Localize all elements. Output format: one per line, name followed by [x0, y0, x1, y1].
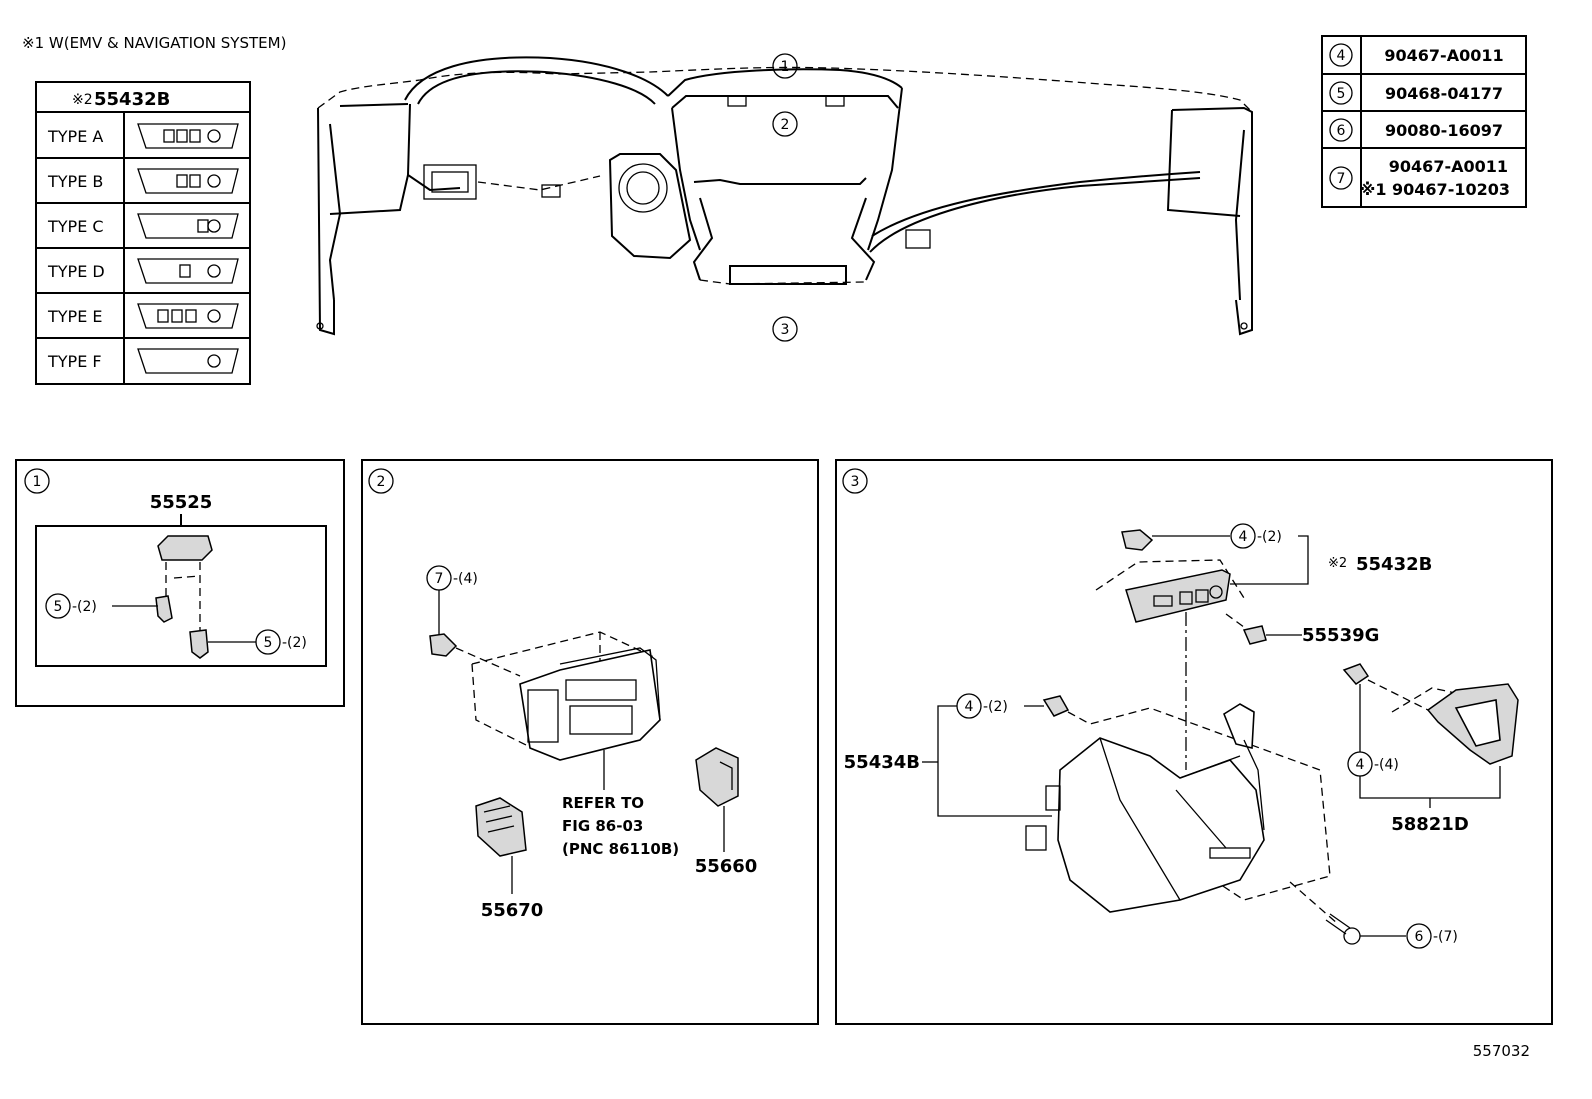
diagram-code: 557032 — [1473, 1042, 1530, 1060]
part-58821D-label: 58821D — [1391, 814, 1469, 835]
fastener-part: 90080-16097 — [1385, 121, 1503, 140]
overview-callout: 1 — [781, 59, 790, 75]
panel-3-callout: 6 — [1415, 929, 1424, 945]
fastener-part: 90467-A0011 — [1384, 46, 1503, 65]
part-55432B-label: 55432B — [1356, 554, 1432, 575]
note-line: ※1 W(EMV & NAVIGATION SYSTEM) — [22, 34, 286, 52]
type-row-label: TYPE C — [47, 217, 104, 236]
panel-1-callout: 5 — [54, 599, 63, 615]
refer-line: FIG 86-03 — [562, 817, 643, 835]
part-55539G-label: 55539G — [1302, 625, 1379, 646]
fastener-part: 90467-A0011 — [1389, 157, 1508, 176]
panel-3-number: 3 — [851, 474, 860, 490]
type-row-label: TYPE B — [47, 172, 103, 191]
fastener-num: 7 — [1337, 171, 1346, 187]
part-55670-label: 55670 — [481, 900, 544, 921]
part-55434B-label: 55434B — [844, 752, 920, 773]
fastener-num: 5 — [1337, 86, 1346, 102]
fastener-part: 90468-04177 — [1385, 84, 1503, 103]
panel-2-callout: 7 — [435, 571, 444, 587]
panel-3-qty: -(2) — [983, 699, 1008, 715]
panel-2: 2 7 -(4) REFER TO FIG 86-03 (PNC 86110B)… — [361, 459, 819, 1025]
panel-1-qty: -(2) — [72, 599, 97, 615]
panel-1-callout: 5 — [264, 635, 273, 651]
part-55660-label: 55660 — [695, 856, 758, 877]
type-table-part: 55432B — [94, 89, 170, 110]
panel-3: 3 4 -(2) ※2 55432B 55539G 4 -(2) 55434B — [835, 459, 1553, 1025]
panel-3-callout: 4 — [965, 699, 974, 715]
type-table-mark: ※2 — [72, 92, 93, 108]
fastener-part: ※1 90467-10203 — [1360, 180, 1510, 199]
fastener-num: 4 — [1337, 48, 1346, 64]
panel-1: 1 55525 5 -(2) 5 -(2) — [15, 459, 345, 707]
type-row-label: TYPE F — [47, 352, 102, 371]
panel-3-qty: -(2) — [1257, 529, 1282, 545]
panel-3-qty: -(4) — [1374, 757, 1399, 773]
panel-3-mark: ※2 — [1328, 556, 1347, 571]
part-55525-label: 55525 — [150, 492, 213, 513]
type-row-label: TYPE E — [47, 307, 103, 326]
overview-callout: 2 — [781, 117, 790, 133]
panel-3-qty: -(7) — [1433, 929, 1458, 945]
panel-3-callout: 4 — [1356, 757, 1365, 773]
panel-2-qty: -(4) — [453, 571, 478, 587]
refer-line: REFER TO — [562, 794, 644, 812]
dashboard-overview: 1 2 3 — [316, 53, 1253, 342]
panel-2-number: 2 — [377, 474, 386, 490]
refer-line: (PNC 86110B) — [562, 840, 679, 858]
fastener-table: 4 90467-A0011 5 90468-04177 6 90080-1609… — [1321, 35, 1527, 208]
switch-panel-thumbnails — [137, 123, 239, 374]
panel-1-number: 1 — [33, 474, 42, 490]
fastener-num: 6 — [1337, 123, 1346, 139]
panel-1-qty: -(2) — [282, 635, 307, 651]
type-table: ※2 55432B TYPE A TYPE B TYPE C TYPE D TY… — [35, 81, 251, 385]
panel-3-callout: 4 — [1239, 529, 1248, 545]
type-row-label: TYPE D — [47, 262, 105, 281]
type-row-label: TYPE A — [47, 127, 103, 146]
overview-callout: 3 — [781, 322, 790, 338]
